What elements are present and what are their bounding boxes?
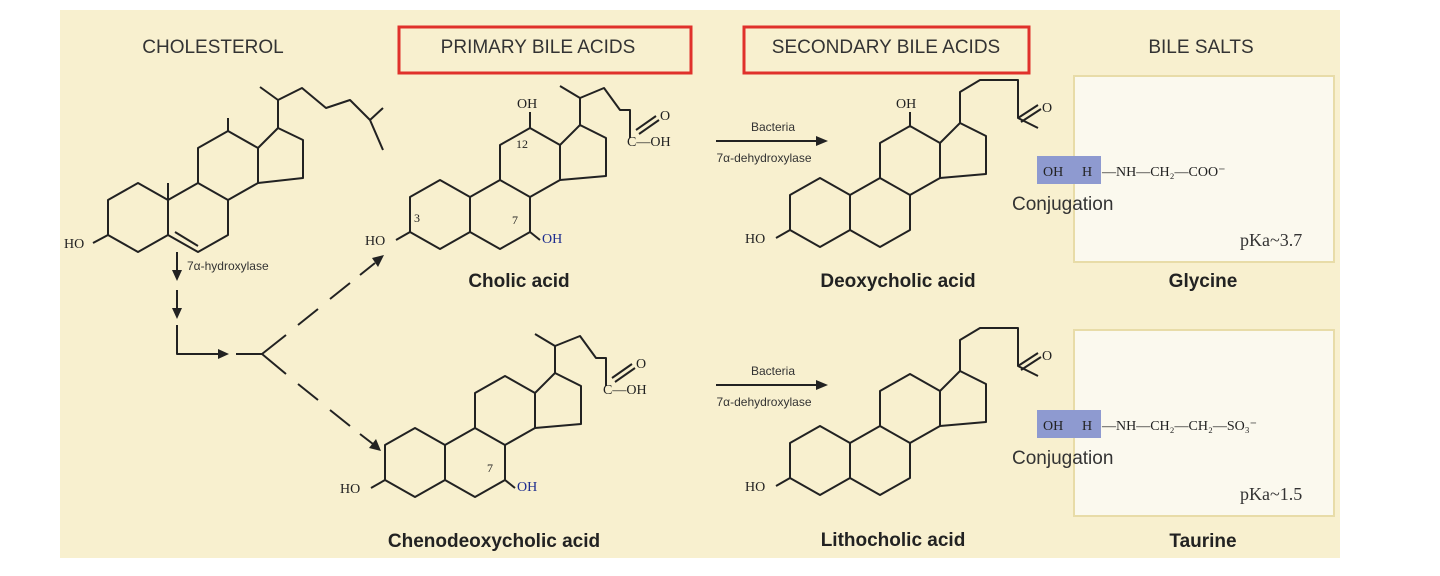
deoxy-ho: HO (745, 232, 765, 247)
cholic-position-7: 7 (512, 213, 518, 227)
cholic-acid-label: Cholic acid (468, 271, 569, 292)
cholesterol-structure: HO (64, 86, 384, 253)
deoxy-12-oh: OH (896, 97, 916, 112)
bacteria-arrow-bottom: Bacteria 7α-dehydroxylase (716, 364, 828, 409)
litho-carbonyl-o: O (1042, 349, 1052, 364)
taurine-box (1073, 329, 1335, 517)
lithocholic-acid-label: Lithocholic acid (821, 530, 966, 551)
cholic-cooh: C—OH (627, 135, 671, 150)
cholic-7-oh: OH (542, 232, 562, 247)
cheno-cooh: C—OH (603, 383, 647, 398)
glycine-oh: OH (1043, 165, 1063, 180)
hydroxylase-label: 7α-hydroxylase (187, 259, 269, 273)
cholic-position-3: 3 (414, 211, 420, 225)
deoxy-carbonyl-o: O (1042, 101, 1052, 116)
glycine-conjugation-highlight (1037, 156, 1101, 184)
cholic-position-12: 12 (516, 137, 528, 151)
taurine-label: Taurine (1169, 531, 1236, 552)
cheno-carbonyl-o: O (636, 357, 646, 372)
cheno-ho: HO (340, 482, 360, 497)
cholic-12-oh: OH (517, 97, 537, 112)
conjugation-label-top: Conjugation (1012, 194, 1113, 215)
cheno-7-oh: OH (517, 480, 537, 495)
cholic-carbonyl-o: O (660, 109, 670, 124)
cholic-ho: HO (365, 234, 385, 249)
lithocholic-acid-structure: HO O Lithocholic acid (745, 327, 1052, 551)
deoxycholic-acid-label: Deoxycholic acid (820, 271, 975, 292)
primary-highlight-box (397, 25, 693, 75)
glycine-h: H (1082, 165, 1092, 180)
taurine-h: H (1082, 419, 1092, 434)
pka-taurine: pKa~1.5 (1240, 484, 1302, 504)
taurine-chain: —NH—CH₂—CH₂—SO₃⁻ (1101, 419, 1257, 434)
chenodeoxycholic-acid-structure: HO OH 7 O C—OH Chenodeoxycholic acid (340, 333, 647, 552)
bacteria-bottom-label: Bacteria (751, 364, 795, 378)
header-secondary-bile-acids: SECONDARY BILE ACIDS (772, 37, 1000, 58)
litho-ho: HO (745, 480, 765, 495)
bacteria-arrow-top: Bacteria 7α-dehydroxylase (716, 120, 828, 165)
cheno-position-7: 7 (487, 461, 493, 475)
glycine-conjugate: OH H —NH—CH₂—COO⁻ Conjugation pKa~3.7 Gl… (1012, 75, 1335, 292)
header-cholesterol: CHOLESTEROL (142, 37, 283, 58)
taurine-conjugation-highlight (1037, 410, 1101, 438)
dehydroxylase-top-label: 7α-dehydroxylase (717, 151, 812, 165)
dehydroxylase-bottom-label: 7α-dehydroxylase (717, 395, 812, 409)
taurine-oh: OH (1043, 419, 1063, 434)
chenodeoxycholic-acid-label: Chenodeoxycholic acid (388, 531, 600, 552)
glycine-label: Glycine (1169, 271, 1238, 292)
hydroxylase-pathway: 7α-hydroxylase (172, 252, 384, 451)
cholic-acid-structure: HO OH OH 3 7 12 O C—OH Cholic acid (365, 85, 671, 292)
header-primary-bile-acids: PRIMARY BILE ACIDS (441, 37, 636, 58)
glycine-box (1073, 75, 1335, 263)
cholesterol-ho: HO (64, 237, 84, 252)
secondary-highlight-box (742, 25, 1031, 75)
glycine-chain: —NH—CH₂—COO⁻ (1101, 165, 1226, 180)
bacteria-top-label: Bacteria (751, 120, 795, 134)
conjugation-label-bottom: Conjugation (1012, 448, 1113, 469)
taurine-conjugate: OH H —NH—CH₂—CH₂—SO₃⁻ Conjugation pKa~1.… (1012, 329, 1335, 552)
header-bile-salts: BILE SALTS (1148, 37, 1253, 58)
pka-glycine: pKa~3.7 (1240, 230, 1302, 250)
deoxycholic-acid-structure: HO OH O Deoxycholic acid (745, 79, 1052, 292)
